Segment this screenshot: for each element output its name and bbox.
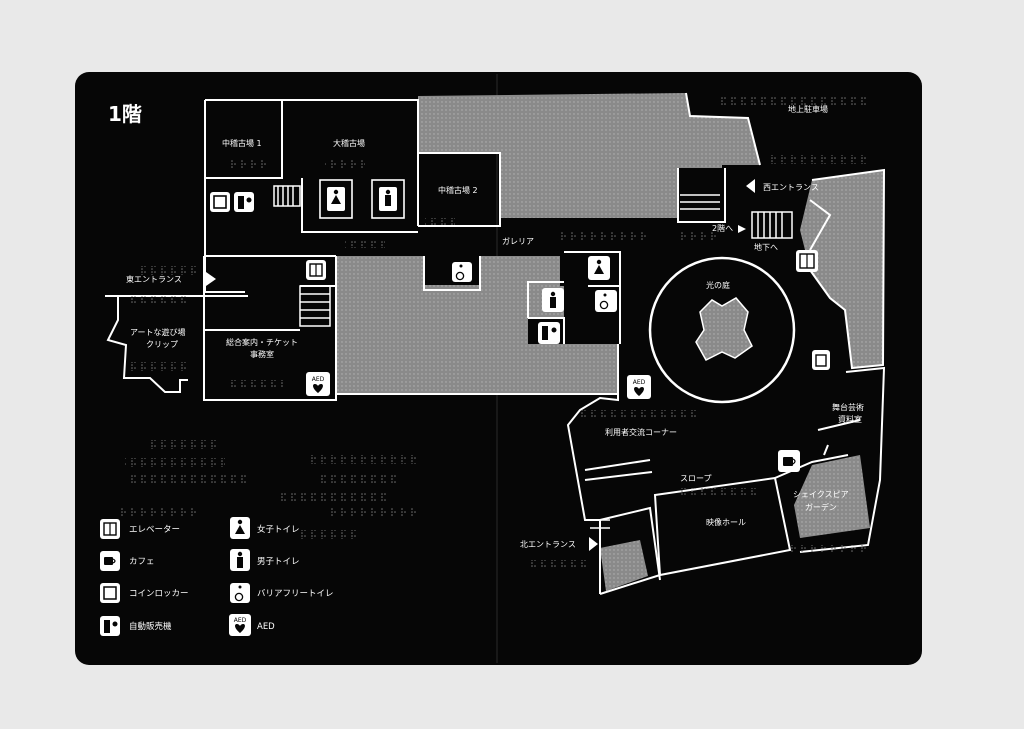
legend-item: コインロッカー [100,583,189,603]
barrier-free-toilet-icon [452,262,472,282]
info-counter-label-2: 事務室 [250,349,274,359]
legend: エレベーター カフェ コインロッカー 自動販売機 [100,517,334,636]
light-garden-label: 光の庭 [706,280,730,290]
locker-icon [100,583,120,603]
legend-label: 自動販売機 [129,621,172,632]
legend-label: AED [257,622,275,632]
legend-item: AED AED [229,614,275,636]
slope-label: スロープ [680,474,712,483]
room-medium1-label: 中稽古場 1 [222,138,262,148]
elevator-icon [796,250,818,272]
womens-toilet-icon [588,256,610,280]
elevator-icon [100,519,120,539]
light-garden-circle [648,256,796,404]
mens-toilet-icon [230,549,250,571]
cafe-icon [100,551,120,571]
womens-toilet-icon [230,517,250,539]
shakespeare-label: シェイクスピア [793,490,849,499]
barrier-free-toilet-icon [230,583,250,603]
video-hall-label: 映像ホール [706,517,746,527]
locker-icon [210,192,230,212]
legend-item: 男子トイレ [230,549,300,571]
user-lounge-label: 利用者交流コーナー [605,427,677,437]
to-2f-arrow-icon [738,225,746,233]
locker-icon [812,350,830,370]
aed-icon: AED [229,614,251,636]
stage-archive-label: 舞台芸術 [832,402,864,412]
map-icons: AED AED [210,179,830,472]
north-entrance-arrow-icon [589,537,598,551]
braille-text [120,96,870,568]
legend-label: コインロッカー [129,589,189,599]
legend-item: 自動販売機 [100,616,172,636]
to-2f-label: 2階へ [712,223,733,233]
cafe-icon [778,450,800,472]
to-basement-label: 地下へ [754,242,778,252]
legend-item: カフェ [100,551,155,571]
vending-machine-icon [100,616,120,636]
elevator-icon [306,260,326,280]
vending-machine-icon [538,322,560,344]
legend-label: カフェ [129,557,155,567]
aed-icon-text: AED [633,379,646,386]
aed-icon: AED [306,372,330,396]
room-medium2-label: 中稽古場 2 [438,185,478,195]
art-play-label: アートな遊び場 [130,327,186,337]
room-large-label: 大稽古場 [333,138,365,148]
legend-label: 男子トイレ [257,557,300,567]
legend-item: エレベーター [100,519,180,539]
shakespeare-label-2: ガーデン [805,502,837,512]
galleria-label: ガレリア [502,236,534,246]
aed-icon-text: AED [312,376,325,383]
legend-item: 女子トイレ [230,517,300,539]
mens-toilet-icon [371,179,405,219]
womens-toilet-icon [319,179,353,219]
stairs [273,185,793,529]
legend-label: 女子トイレ [257,524,300,535]
aed-icon: AED [627,375,651,399]
stage-archive-label-2: 資料室 [838,414,862,424]
mens-toilet-icon [542,288,564,312]
floor-title: 1階 [108,102,142,126]
east-entrance-label: 東エントランス [126,274,182,284]
info-counter-label: 総合案内・チケット [226,337,298,347]
barrier-free-toilet-icon [595,290,617,312]
art-play-label-2: クリップ [146,340,178,349]
vending-machine-icon [234,192,254,212]
legend-label: バリアフリートイレ [257,589,334,599]
aed-icon-text: AED [234,617,247,624]
entrance-arrows [206,179,755,551]
parking-label: 地上駐車場 [788,104,828,114]
west-entrance-label: 西エントランス [763,183,819,192]
north-entrance-label: 北エントランス [520,540,576,549]
legend-label: エレベーター [129,525,180,535]
east-entrance-arrow-icon [206,272,216,286]
west-entrance-arrow-icon [746,179,755,193]
legend-item: バリアフリートイレ [230,583,334,603]
map-labels: 1階 地上駐車場 中稽古場 1 大稽古場 中稽古場 2 ガレリア 西エントランス… [108,102,864,549]
light-garden-courtyard [695,297,753,361]
